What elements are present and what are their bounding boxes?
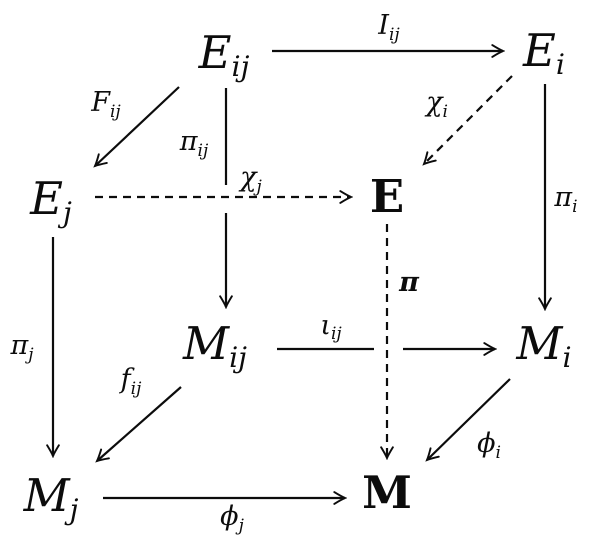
edge-F_ij bbox=[95, 86, 180, 166]
node-M_j-main: M bbox=[23, 469, 71, 522]
edge-label-pi_j-main: π bbox=[9, 330, 29, 361]
edge-label-f_ij: fij bbox=[119, 364, 142, 399]
edge-label-F_ij: Fij bbox=[90, 87, 121, 122]
edge-label-chi_i: χi bbox=[424, 87, 448, 122]
edge-label-phi_i-sub: i bbox=[495, 443, 500, 463]
edge-label-pi_ij: πij bbox=[179, 126, 209, 161]
edge-label-chi_j: χj bbox=[238, 162, 262, 197]
edge-label-iota_ij: ιij bbox=[320, 310, 342, 344]
edge-label-phi_i-main: ϕ bbox=[477, 428, 495, 459]
edge-label-F_ij-sub: ij bbox=[110, 102, 121, 122]
edge-label-iota_ij-main: ι bbox=[320, 310, 331, 341]
edge-label-chi_j-sub: j bbox=[253, 177, 263, 197]
edge-label-pi_j: πj bbox=[9, 330, 34, 365]
node-E_i-sub: i bbox=[556, 48, 565, 81]
node-M_ij-sub: ij bbox=[229, 341, 247, 374]
edge-label-f_ij-sub: ij bbox=[131, 379, 142, 399]
node-M-bold-main: M bbox=[362, 466, 412, 519]
node-M-bold: M bbox=[362, 466, 412, 519]
edge-label-pi_i-main: π bbox=[553, 182, 573, 213]
edge-label-pi-bold: π bbox=[398, 267, 420, 298]
edge-label-I_ij-sub: ij bbox=[389, 25, 400, 45]
node-E-bold-main: E bbox=[370, 170, 404, 223]
node-E_i-main: E bbox=[522, 24, 556, 77]
edge-f_ij bbox=[97, 386, 182, 461]
edge-label-pi_i: πi bbox=[553, 182, 577, 217]
edge-label-I_ij-main: I bbox=[377, 10, 390, 41]
edge-label-phi_j-sub: j bbox=[235, 516, 245, 536]
node-M_ij: Mij bbox=[182, 317, 247, 374]
edge-label-pi_i-sub: i bbox=[572, 197, 577, 217]
edge-label-I_ij: Iij bbox=[377, 10, 400, 45]
edge-phi_i bbox=[427, 378, 511, 460]
node-E-bold: E bbox=[370, 170, 404, 223]
edge-label-iota_ij-sub: ij bbox=[331, 324, 342, 344]
edge-label-F_ij-main: F bbox=[90, 87, 111, 118]
edge-label-pi_j-sub: j bbox=[24, 345, 34, 365]
node-E_ij-sub: ij bbox=[232, 50, 250, 83]
edge-label-phi_j-main: ϕ bbox=[220, 501, 238, 532]
node-E_j-main: E bbox=[29, 172, 63, 225]
node-M_i-main: M bbox=[515, 317, 563, 370]
node-M_i: Mi bbox=[515, 317, 571, 374]
node-M_ij-main: M bbox=[182, 317, 230, 370]
node-M_j: Mj bbox=[23, 469, 79, 526]
edge-label-chi_j-main: χ bbox=[238, 162, 258, 193]
edge-label-chi_i-sub: i bbox=[442, 102, 447, 122]
edge-label-pi-bold-main: π bbox=[398, 267, 420, 298]
node-E_ij-main: E bbox=[198, 26, 232, 79]
edge-label-pi_ij-main: π bbox=[179, 126, 199, 157]
edge-label-phi_j: ϕj bbox=[220, 501, 244, 536]
edge-label-phi_i: ϕi bbox=[477, 428, 501, 463]
edge-label-pi_ij-sub: ij bbox=[198, 141, 209, 161]
edge-chi_i bbox=[424, 75, 513, 164]
edge-label-chi_i-main: χ bbox=[424, 87, 444, 118]
node-E_ij: Eij bbox=[198, 26, 250, 83]
node-M_i-sub: i bbox=[563, 341, 572, 374]
node-E_j: Ej bbox=[29, 172, 72, 229]
node-E_i: Ei bbox=[522, 24, 565, 81]
